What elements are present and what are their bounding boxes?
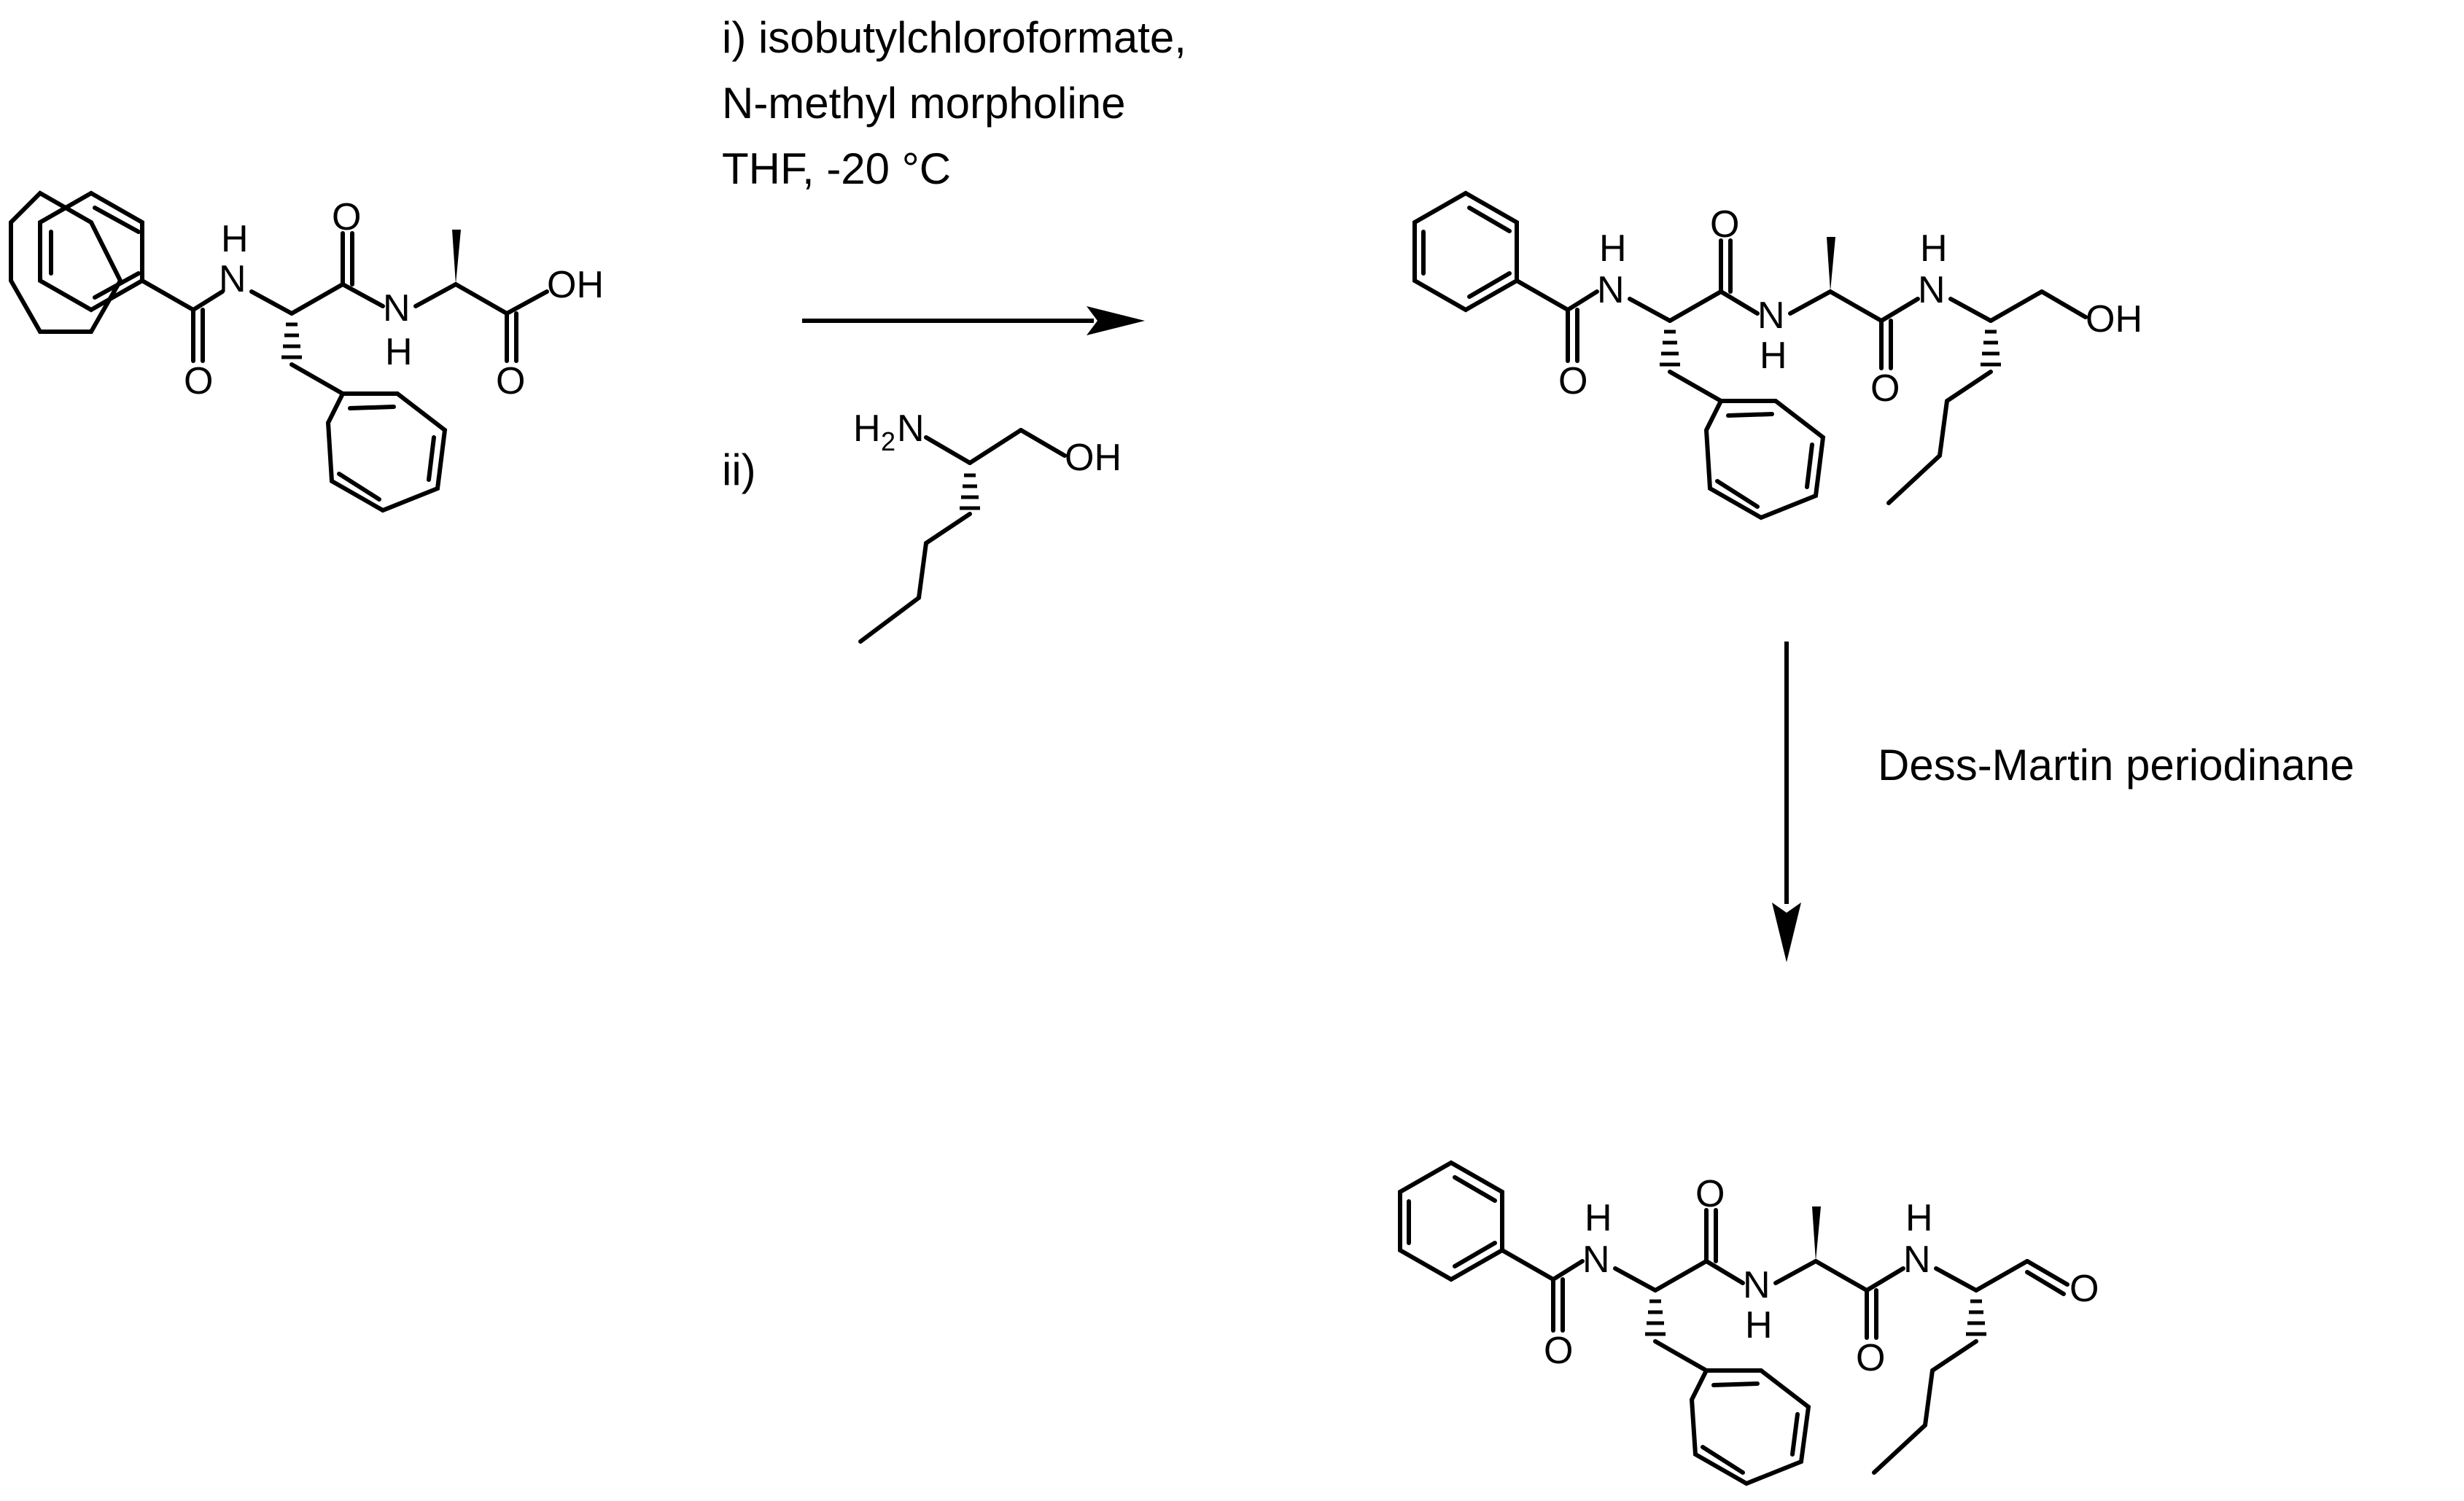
starting-material-bz-phe-ala-oh: N H O O N H O OH: [9, 190, 604, 513]
atom-o-9: O: [1856, 1337, 1885, 1379]
atom-oh-3: OH: [2086, 298, 2142, 340]
atom-h2n-h: H: [853, 408, 881, 450]
reagent-ii-label: ii): [722, 445, 756, 494]
atom-o-3: O: [496, 360, 525, 402]
atom-n-6: N: [1582, 1239, 1610, 1281]
atom-n-5: N: [1918, 269, 1946, 311]
atom-oh-1: OH: [547, 264, 604, 306]
atom-h-7: H: [1745, 1304, 1773, 1346]
atom-n-7: N: [1743, 1264, 1771, 1306]
atom-oh-2: OH: [1065, 437, 1122, 479]
reagent-i-line2: N-methyl morpholine: [722, 79, 1126, 128]
atom-o-2: O: [332, 196, 361, 238]
atom-o-10: O: [2069, 1268, 2099, 1310]
atom-h2n-sub: 2: [881, 426, 895, 456]
atom-o-8: O: [1695, 1173, 1725, 1215]
atom-h-3: H: [1599, 227, 1627, 270]
atom-n-2: N: [383, 287, 411, 330]
atom-n-8: N: [1903, 1239, 1931, 1281]
atom-n-4: N: [1757, 295, 1785, 337]
atom-o-1: O: [184, 360, 213, 402]
reagent-i-line3: THF, -20 °C: [722, 144, 951, 193]
atom-h-5: H: [1920, 227, 1948, 270]
atom-h2n-n: N: [897, 408, 925, 450]
reaction-arrow-step2: [1772, 642, 1801, 962]
atom-h-2: H: [385, 331, 413, 373]
atom-o-4: O: [1558, 360, 1587, 402]
reagent-amino-alcohol: H 2 N OH: [853, 408, 1122, 644]
atom-o-7: O: [1544, 1330, 1573, 1372]
atom-h-8: H: [1905, 1197, 1933, 1239]
atom-o-5: O: [1710, 203, 1739, 246]
atom-o-6: O: [1870, 367, 1900, 410]
reaction-arrow-step1: [802, 306, 1145, 335]
atom-h-6: H: [1585, 1197, 1612, 1239]
atom-n-1: N: [219, 258, 246, 300]
atom-h-1: H: [221, 218, 249, 260]
reagent-dess-martin: Dess-Martin periodinane: [1878, 741, 2355, 790]
reagent-i-line1: i) isobutylchloroformate,: [722, 13, 1186, 62]
product-aldehyde: O N H O N H O N H O: [1398, 1160, 2099, 1486]
atom-h-4: H: [1760, 335, 1787, 377]
atom-n-3: N: [1597, 269, 1625, 311]
intermediate-alcohol: O N H O N H O N H OH: [1412, 190, 2142, 521]
